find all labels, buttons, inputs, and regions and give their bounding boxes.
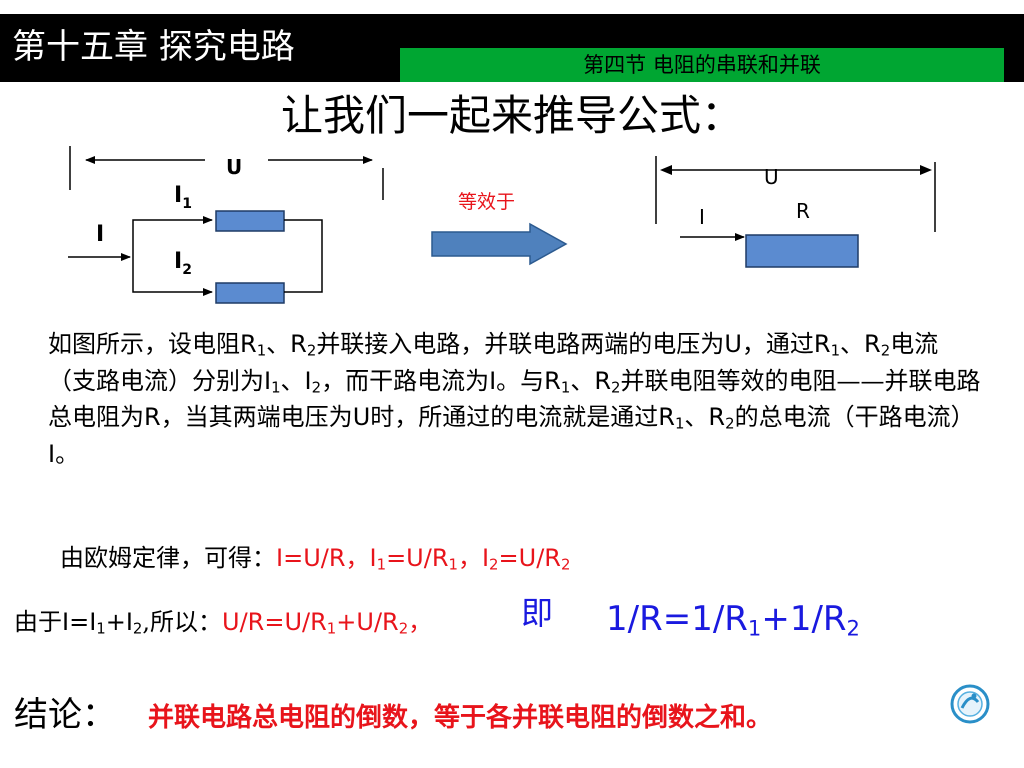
ji-label: 即 <box>521 594 554 632</box>
label-i1: I1 <box>174 183 192 212</box>
right-u-arrowhead-left <box>660 165 672 175</box>
section-title: 第四节 电阻的串联和并联 <box>400 48 1004 82</box>
right-r-label: R <box>796 199 810 223</box>
left-i-label: I <box>96 222 104 247</box>
right-i-label: I <box>699 205 705 229</box>
right-junction-wire <box>284 219 323 293</box>
label-i2: I2 <box>174 249 192 278</box>
derivation-line: 由于I=I1+I2,所以：U/R=U/R1+U/R2， <box>14 608 433 638</box>
resistor-r <box>745 234 859 268</box>
conclusion-text: 并联电路总电阻的倒数，等于各并联电阻的倒数之和。 <box>148 703 773 733</box>
ohm-formula: I=U/R，I1=U/R1，I2=U/R2 <box>276 544 571 574</box>
school-logo-icon <box>950 684 990 724</box>
equivalent-label: 等效于 <box>458 191 515 213</box>
circuit-diagram: U I I1 I2 等效于 U R I <box>68 146 936 304</box>
derivation-formula: U/R=U/R1+U/R2， <box>222 608 433 638</box>
left-junction-wire <box>132 219 173 293</box>
ohm-law-line: 由欧姆定律，可得：I=U/R，I1=U/R1，I2=U/R2 <box>60 544 571 574</box>
explanation-paragraph: 如图所示，设电阻R1、R2并联接入电路，并联电路两端的电压为U，通过R1、R2电… <box>48 330 981 468</box>
resistor-r2 <box>215 282 285 304</box>
result-formula: 1/R=1/R1+1/R2 <box>606 599 860 641</box>
left-u-label: U <box>226 155 242 179</box>
resistor-r1 <box>215 210 285 232</box>
right-u-label: U <box>764 165 779 189</box>
right-u-arrowhead-right <box>920 165 932 175</box>
equivalent-arrow <box>431 222 568 266</box>
conclusion-label: 结论： <box>14 695 116 735</box>
chapter-title: 第十五章 探究电路 <box>12 27 295 67</box>
slide-heading: 让我们一起来推导公式： <box>280 91 743 140</box>
